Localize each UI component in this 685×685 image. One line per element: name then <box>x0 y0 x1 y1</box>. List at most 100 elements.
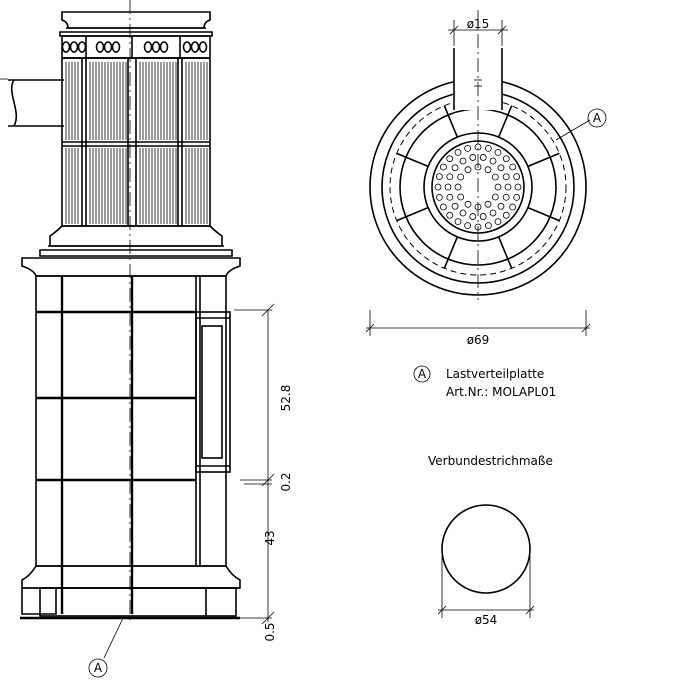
ornament-dot <box>494 218 502 226</box>
frieze-band <box>61 35 211 59</box>
frieze-ornament <box>151 41 161 53</box>
ornament-dot <box>484 166 492 174</box>
top-pipe <box>453 48 503 110</box>
ornament-dot <box>489 209 497 217</box>
ornament-dot <box>439 163 447 171</box>
ornament-dot <box>502 193 510 201</box>
base-plinth <box>20 565 241 620</box>
ornament-dot <box>451 164 459 172</box>
side-callout-letter: A <box>94 661 103 675</box>
ornament-dot <box>464 166 472 174</box>
side-dimension-chain: 52.8 0.2 43 0.5 <box>234 303 293 642</box>
frieze-ornament <box>69 41 79 53</box>
top-outer-dimension: ø69 <box>365 310 591 347</box>
dim-base-label: 0.5 <box>263 622 277 641</box>
legend: A Lastverteilplatte Art.Nr.: MOLAPL01 <box>413 365 556 399</box>
ornament-dot <box>464 222 472 230</box>
spoke-line <box>497 236 513 269</box>
ornament-dot <box>494 183 502 191</box>
spoke-line <box>527 152 560 168</box>
lower-body <box>35 275 231 614</box>
legend-line2: Art.Nr.: MOLAPL01 <box>446 385 556 399</box>
frieze-ornament <box>198 41 208 53</box>
ornament-dot <box>464 200 472 208</box>
frieze-ornament <box>61 41 71 53</box>
tower-body <box>61 57 211 227</box>
ornament-dot <box>491 193 499 201</box>
spoke-line <box>443 105 459 138</box>
stove-top-view <box>369 10 587 300</box>
outer-diameter-label: ø69 <box>467 333 490 347</box>
legend-line1: Lastverteilplatte <box>446 367 544 381</box>
frieze-ornament <box>95 41 105 53</box>
ornament-dot <box>457 173 465 181</box>
ornament-dot <box>439 203 447 211</box>
screed-diameter-label: ø54 <box>475 613 498 627</box>
frieze-ornament <box>103 41 113 53</box>
ornament-dot <box>446 193 454 201</box>
ornament-dot <box>454 183 462 191</box>
dim-gap-label: 0.2 <box>279 472 293 491</box>
ornament-dot <box>446 173 454 181</box>
ornament-dot <box>502 155 510 163</box>
ornament-dot <box>457 193 465 201</box>
ornament-dot <box>444 183 452 191</box>
frieze-ornament <box>111 41 121 53</box>
ornament-dot <box>454 218 462 226</box>
frieze-ornament <box>77 41 87 53</box>
screed-section: Verbundestrichmaße ø54 <box>428 454 553 627</box>
ornament-dot <box>459 209 467 217</box>
ornament-dot <box>454 148 462 156</box>
frieze-ornament <box>159 41 169 53</box>
ornament-dot <box>435 193 443 201</box>
spoke-line <box>497 105 513 138</box>
top-cornice <box>59 11 213 37</box>
ornament-dot <box>446 155 454 163</box>
ornament-dot <box>464 144 472 152</box>
ornament-dot <box>491 173 499 181</box>
ornament-dot <box>504 183 512 191</box>
spoke-line <box>527 206 560 222</box>
ornament-dot <box>497 164 505 172</box>
screed-title: Verbundestrichmaße <box>428 454 553 468</box>
ornament-dot <box>451 202 459 210</box>
ornament-dot <box>509 163 517 171</box>
ornament-dot <box>479 154 487 161</box>
ornament-dot <box>513 193 521 201</box>
flue-pipe <box>0 78 64 127</box>
ornament-dot <box>484 222 492 230</box>
ornament-dot <box>497 202 505 210</box>
ornament-dot <box>446 211 454 219</box>
ornament-dot <box>489 157 497 165</box>
stove-door <box>195 311 231 473</box>
top-pipe-dimension: ø15 <box>448 17 508 46</box>
ornament-dot <box>434 183 442 191</box>
ornament-dot <box>509 203 517 211</box>
frieze-ornament <box>143 41 153 53</box>
ornament-dot <box>513 173 521 181</box>
ornament-dot <box>435 173 443 181</box>
spoke-line <box>443 236 459 269</box>
dim-upper-label: 52.8 <box>279 385 293 412</box>
spoke-line <box>396 206 429 222</box>
side-callout-a: A <box>88 615 125 678</box>
ornament-dot <box>502 173 510 181</box>
ornament-dot <box>479 213 487 220</box>
ornament-dot <box>494 148 502 156</box>
spoke-line <box>396 152 429 168</box>
ornament-dot <box>514 183 522 191</box>
ornament-dot <box>484 144 492 152</box>
stove-side-view <box>0 0 241 620</box>
ornament-dot <box>484 200 492 208</box>
pipe-diameter-label: ø15 <box>467 17 490 31</box>
ornament-dot <box>459 157 467 165</box>
legend-marker: A <box>418 367 427 381</box>
frieze-ornament <box>182 41 192 53</box>
ornament-dot <box>502 211 510 219</box>
top-callout-a: A <box>555 108 607 141</box>
dim-lower-label: 43 <box>263 530 277 545</box>
ornament-dot <box>469 154 477 161</box>
frieze-ornament <box>190 41 200 53</box>
mid-cornice <box>21 225 241 277</box>
